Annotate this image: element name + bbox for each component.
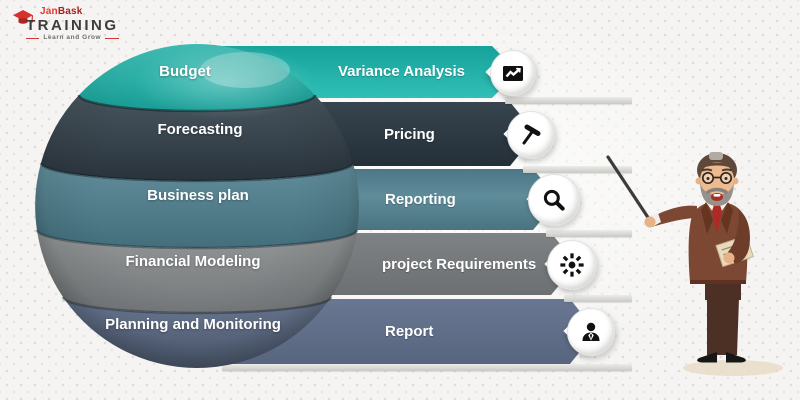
- icon-badge-variance-analysis: [490, 50, 536, 96]
- sphere-label-forecasting: Forecasting: [157, 121, 243, 138]
- tagline-text: Learn and Grow: [43, 34, 102, 41]
- brand-name-first: Jan: [40, 6, 58, 17]
- ribbon-track-5: [222, 364, 632, 371]
- icon-badge-reporting: [528, 174, 580, 226]
- ribbon-track-3: [546, 230, 632, 237]
- icon-badge-project-requirements: [547, 240, 597, 290]
- ribbon-label-report: Report: [385, 323, 434, 340]
- ribbon-label-reporting: Reporting: [385, 191, 456, 208]
- tagline-left-dash: [26, 37, 40, 39]
- sphere-label-planning-monitoring: Planning and Monitoring: [105, 316, 281, 333]
- icon-badge-report: [567, 308, 615, 356]
- burst-icon: [560, 253, 584, 277]
- presenter-character: [606, 152, 783, 376]
- brand-logo: JanBask TRAINING Learn and Grow: [12, 7, 119, 42]
- brand-title: TRAINING: [26, 17, 119, 34]
- line-chart-icon: [503, 66, 523, 81]
- ribbon-track-4: [564, 295, 632, 302]
- tagline-right-dash: [105, 37, 119, 39]
- brand-name: JanBask: [26, 7, 119, 17]
- character-shadow: [683, 360, 783, 376]
- graduation-cap-icon: [13, 10, 34, 24]
- ribbon-track-1: [505, 97, 632, 104]
- sphere-label-business-plan: Business plan: [147, 187, 249, 204]
- magnifier-icon: [543, 189, 565, 211]
- ribbon-label-pricing: Pricing: [384, 126, 435, 143]
- ribbon-label-project-requirements: project Requirements: [382, 256, 537, 273]
- person-icon: [582, 322, 600, 341]
- ribbon-label-variance-analysis: Variance Analysis: [338, 63, 466, 80]
- gavel-icon: [522, 124, 541, 145]
- sphere-label-financial-modeling: Financial Modeling: [125, 253, 261, 270]
- icon-badge-pricing: [507, 111, 555, 159]
- ribbon-track-2: [523, 166, 632, 173]
- brand-name-second: Bask: [57, 6, 83, 17]
- sphere-label-budget: Budget: [159, 63, 211, 80]
- brand-tagline: Learn and Grow: [26, 34, 119, 42]
